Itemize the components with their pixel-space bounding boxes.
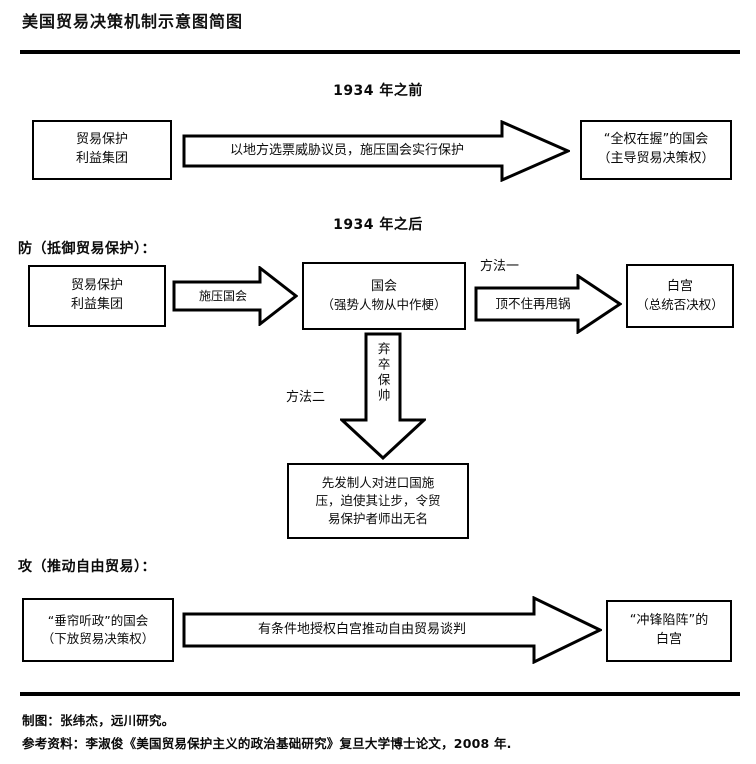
node-congress-behind-curtain: “垂帘听政”的国会 （下放贸易决策权）: [22, 598, 174, 662]
node-protection-interest-group-2: 贸易保护 利益集团: [28, 265, 166, 327]
era-before-heading: 1934 年之前: [333, 83, 423, 99]
arrow-delegate-authority: 有条件地授权白宫推动自由贸易谈判: [182, 596, 602, 664]
method-one-note: 方法一: [480, 259, 520, 274]
arrow-label-vertical: 弃卒保帅: [375, 342, 391, 404]
arrow-pass-the-buck: 顶不住再甩锅: [474, 274, 622, 334]
credit-author: 制图：张纬杰，远川研究。: [22, 713, 175, 728]
arrow-label: 顶不住再甩锅: [495, 296, 571, 312]
node-line: “冲锋陷阵”的: [629, 613, 709, 629]
node-line: 白宫: [666, 278, 693, 294]
node-line: “垂帘听政”的国会: [47, 612, 149, 628]
arrow-before-1934: 以地方选票威胁议员，施压国会实行保护: [182, 120, 570, 182]
arrow-label: 以地方选票威胁议员，施压国会实行保护: [229, 142, 464, 158]
node-protection-interest-group-1: 贸易保护 利益集团: [32, 120, 172, 180]
node-line: 易保护者师出无名: [327, 511, 428, 527]
node-line: 国会: [370, 278, 397, 294]
arrow-label: 有条件地授权白宫推动自由贸易谈判: [257, 621, 466, 637]
era-after-heading: 1934 年之后: [333, 217, 423, 233]
node-line: 压，迫使其让步，令贸: [315, 492, 441, 508]
node-white-house-charge: “冲锋陷阵”的 白宫: [606, 600, 732, 662]
credit-reference: 参考资料：李淑俊《美国贸易保护主义的政治基础研究》复旦大学博士论文，2008 年…: [22, 736, 512, 751]
arrow-label: 弃卒保帅: [340, 332, 426, 409]
arrow-label: 施压国会: [198, 288, 247, 303]
node-line: 贸易保护: [70, 278, 123, 294]
node-white-house-veto: 白宫 （总统否决权）: [626, 264, 734, 328]
block-arrow-shape: [182, 120, 570, 182]
node-line: 贸易保护: [75, 132, 128, 148]
node-line: 利益集团: [75, 151, 128, 166]
node-line: （总统否决权）: [636, 297, 724, 313]
node-line: “全权在握”的国会: [603, 132, 709, 148]
node-line: （下放贸易决策权）: [41, 631, 155, 646]
arrow-sacrifice-pawn: 弃卒保帅: [340, 332, 426, 460]
arrow-pressure-congress: 施压国会: [172, 266, 298, 326]
node-line: 利益集团: [70, 297, 123, 312]
footer-divider: [20, 692, 740, 696]
method-two-note: 方法二: [286, 390, 326, 405]
node-preemptive-pressure: 先发制人对进口国施 压，迫使其让步，令贸 易保护者师出无名: [287, 463, 469, 539]
node-line: （强势人物从中作梗）: [321, 297, 447, 313]
offense-group-label: 攻（推动自由贸易）：: [18, 559, 156, 575]
node-congress: 国会 （强势人物从中作梗）: [302, 262, 466, 330]
page-title: 美国贸易决策机制示意图简图: [22, 12, 244, 31]
node-line: 白宫: [655, 632, 682, 647]
block-arrow-shape: [340, 332, 426, 460]
node-line: （主导贸易决策权）: [597, 151, 715, 166]
node-congress-full-power: “全权在握”的国会 （主导贸易决策权）: [580, 120, 732, 180]
node-line: 先发制人对进口国施: [321, 474, 435, 490]
block-arrow-shape: [172, 266, 298, 326]
defense-group-label: 防（抵御贸易保护）：: [18, 241, 156, 257]
block-arrow-shape: [182, 596, 602, 664]
header-divider: [20, 50, 740, 54]
block-arrow-shape: [474, 274, 622, 334]
